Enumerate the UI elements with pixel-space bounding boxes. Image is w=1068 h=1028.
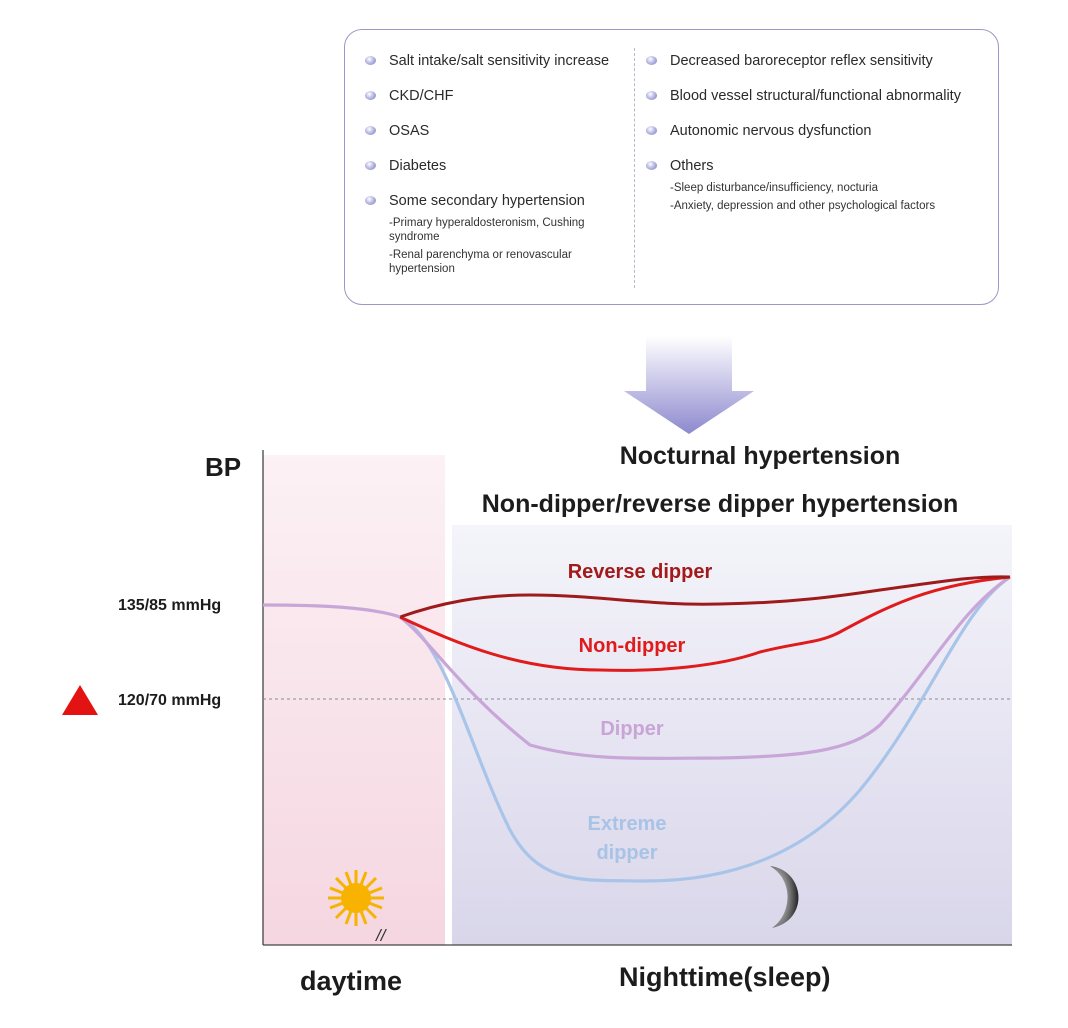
non-dipper-label: Non-dipper: [578, 635, 686, 657]
curve-reverse-dipper: [399, 575, 1011, 619]
y-axis-label: BP: [205, 452, 242, 482]
nighttime-region: [452, 525, 1012, 945]
factor-sub-item: -Anxiety, depression and other psycholog…: [670, 200, 936, 212]
daytime-region: [263, 455, 445, 945]
moon-icon: [770, 866, 799, 928]
factor-sub-list: -Primary hyperaldosteronism, Cushing syn…: [389, 216, 627, 276]
factor-item: OSAS: [365, 122, 627, 140]
column-divider: [634, 48, 635, 288]
factor-item: Decreased baroreceptor reflex sensitivit…: [646, 52, 996, 70]
curve-daytime: [262, 603, 401, 619]
factor-label: Diabetes: [389, 158, 447, 174]
factor-label: Some secondary hypertension: [389, 193, 585, 209]
factor-label: CKD/CHF: [389, 88, 454, 104]
factor-sub-list: -Sleep disturbance/insufficiency, noctur…: [670, 181, 996, 213]
diagram-title: Nocturnal hypertension: [619, 442, 901, 470]
factor-item: Blood vessel structural/functional abnor…: [646, 87, 996, 105]
factor-sub-item: -Renal parenchyma or renovascular hypert…: [389, 249, 572, 275]
factor-item: Some secondary hypertension -Primary hype…: [365, 192, 627, 276]
bullet-icon: [646, 126, 657, 135]
factor-sub-item: -Primary hyperaldosteronism, Cushing syn…: [389, 217, 585, 243]
factor-label: Decreased baroreceptor reflex sensitivit…: [670, 53, 933, 69]
bullet-icon: [365, 56, 376, 65]
bullet-icon: [365, 126, 376, 135]
bullet-icon: [646, 56, 657, 65]
down-arrow-icon: [624, 336, 754, 434]
bullet-icon: [646, 161, 657, 170]
factor-label: Autonomic nervous dysfunction: [670, 123, 872, 139]
red-triangle-icon: [62, 685, 98, 715]
bullet-icon: [365, 196, 376, 205]
bullet-icon: [365, 161, 376, 170]
curve-non-dipper: [399, 575, 1011, 672]
sun-icon: [328, 870, 384, 926]
factor-item: Others -Sleep disturbance/insufficiency, …: [646, 157, 996, 213]
factor-item: Salt intake/salt sensitivity increase: [365, 52, 627, 70]
dipper-label: Dipper: [600, 718, 664, 740]
reverse-dipper-label: Reverse dipper: [567, 561, 713, 583]
curve-extreme-dipper: [399, 575, 1011, 883]
factor-label: OSAS: [389, 123, 430, 139]
factor-label: Others: [670, 158, 714, 174]
nighttime-label: Nighttime(sleep): [619, 962, 831, 992]
threshold-high-label: 135/85 mmHg: [118, 597, 222, 614]
threshold-low-label: 120/70 mmHg: [118, 692, 222, 709]
bp-diagram: //: [262, 450, 1012, 946]
axis-break: //: [375, 926, 388, 945]
bullet-icon: [646, 91, 657, 100]
curve-dipper: [399, 575, 1011, 760]
factor-sub-item: -Sleep disturbance/insufficiency, noctur…: [670, 182, 878, 194]
extreme-dipper-label: Extreme dipper: [587, 813, 667, 864]
factor-item: Autonomic nervous dysfunction: [646, 122, 996, 140]
factor-label: Blood vessel structural/functional abnor…: [670, 88, 961, 104]
factor-label: Salt intake/salt sensitivity increase: [389, 53, 610, 69]
factor-item: Diabetes: [365, 157, 627, 175]
diagram-subtitle: Non-dipper/reverse dipper hypertension: [481, 490, 959, 518]
bullet-icon: [365, 91, 376, 100]
factor-column-right: Decreased baroreceptor reflex sensitivit…: [646, 52, 996, 230]
factor-item: CKD/CHF: [365, 87, 627, 105]
daytime-label: daytime: [300, 966, 403, 996]
